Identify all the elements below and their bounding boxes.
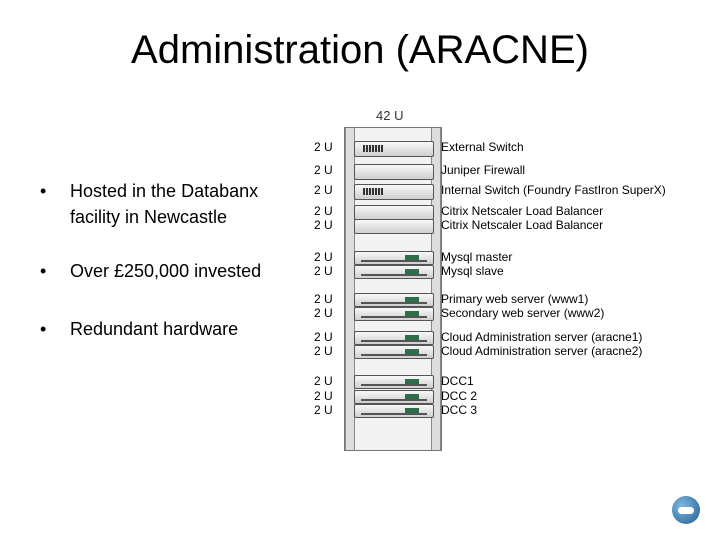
drive-bay <box>361 413 427 415</box>
rack-device-label: Primary web server (www1) <box>441 292 589 306</box>
bullet-dot-icon: • <box>40 181 47 201</box>
rack-unit-balancer <box>354 205 434 220</box>
rack-unit-size-label: 2 U <box>314 218 333 232</box>
rack-device-label: Cloud Administration server (aracne2) <box>441 344 643 358</box>
rack-unit-size-label: 2 U <box>314 163 333 177</box>
rack-unit-size-label: 2 U <box>314 250 333 264</box>
rack-unit-size-label: 2 U <box>314 389 333 403</box>
status-led-icon <box>405 394 419 399</box>
rack-device-label: Secondary web server (www2) <box>441 306 605 320</box>
rack-unit-switch <box>354 141 434 157</box>
status-led-icon <box>405 335 419 340</box>
status-led-icon <box>405 269 419 274</box>
status-led-icon <box>405 408 419 413</box>
drive-bay <box>361 399 427 401</box>
rack-unit-server <box>354 293 434 307</box>
rack-unit-server <box>354 390 434 404</box>
rack-device-label: Mysql master <box>441 250 513 264</box>
rack-unit-size-label: 2 U <box>314 306 333 320</box>
rack-device-label: Citrix Netscaler Load Balancer <box>441 218 604 232</box>
status-led-icon <box>405 311 419 316</box>
bullet-text: Redundant hardware <box>70 319 239 339</box>
rack-unit-size-label: 2 U <box>314 330 333 344</box>
rack-post-left <box>345 128 355 450</box>
drive-bay <box>361 260 427 262</box>
bullet-text: Hosted in the Databanx facility in Newca… <box>70 181 259 227</box>
bullet-text: Over £250,000 invested <box>70 261 262 281</box>
drive-bay <box>361 302 427 304</box>
rack-device-label: Mysql slave <box>441 264 504 278</box>
server-rack-diagram <box>344 127 442 451</box>
status-led-icon <box>405 255 419 260</box>
rack-unit-switch <box>354 184 434 200</box>
rack-unit-server <box>354 331 434 345</box>
port-block-icon <box>363 188 383 195</box>
rack-unit-size-label: 2 U <box>314 374 333 388</box>
rack-post-right <box>431 128 441 450</box>
rack-unit-server <box>354 375 434 389</box>
rack-unit-server <box>354 265 434 279</box>
status-led-icon <box>405 379 419 384</box>
bullet-dot-icon: • <box>40 319 47 339</box>
rack-capacity-label: 42 U <box>376 108 404 123</box>
rack-unit-size-label: 2 U <box>314 140 333 154</box>
rack-unit-size-label: 2 U <box>314 264 333 278</box>
rack-unit-server <box>354 307 434 321</box>
rack-device-label: Citrix Netscaler Load Balancer <box>441 204 604 218</box>
rack-unit-server <box>354 404 434 418</box>
rack-unit-size-label: 2 U <box>314 204 333 218</box>
drive-bay <box>361 316 427 318</box>
rack-unit-server <box>354 345 434 359</box>
drive-bay <box>361 274 427 276</box>
rack-unit-balancer <box>354 219 434 234</box>
rack-unit-size-label: 2 U <box>314 403 333 417</box>
rack-device-label: DCC 2 <box>441 389 478 403</box>
rack-unit-server <box>354 251 434 265</box>
rack-unit-firewall <box>354 164 434 180</box>
port-block-icon <box>363 145 383 152</box>
rack-unit-size-label: 2 U <box>314 292 333 306</box>
cloud-logo-icon <box>672 496 700 524</box>
bullet-dot-icon: • <box>40 261 47 281</box>
rack-device-label: External Switch <box>441 140 524 154</box>
rack-device-label: Internal Switch (Foundry FastIron SuperX… <box>441 183 666 197</box>
rack-device-label: Cloud Administration server (aracne1) <box>441 330 643 344</box>
rack-device-label: DCC 3 <box>441 403 478 417</box>
drive-bay <box>361 354 427 356</box>
drive-bay <box>361 340 427 342</box>
status-led-icon <box>405 349 419 354</box>
rack-unit-size-label: 2 U <box>314 344 333 358</box>
drive-bay <box>361 384 427 386</box>
rack-device-label: Juniper Firewall <box>441 163 526 177</box>
rack-device-label: DCC1 <box>441 374 474 388</box>
rack-unit-size-label: 2 U <box>314 183 333 197</box>
status-led-icon <box>405 297 419 302</box>
slide-title: Administration (ARACNE) <box>131 28 589 72</box>
